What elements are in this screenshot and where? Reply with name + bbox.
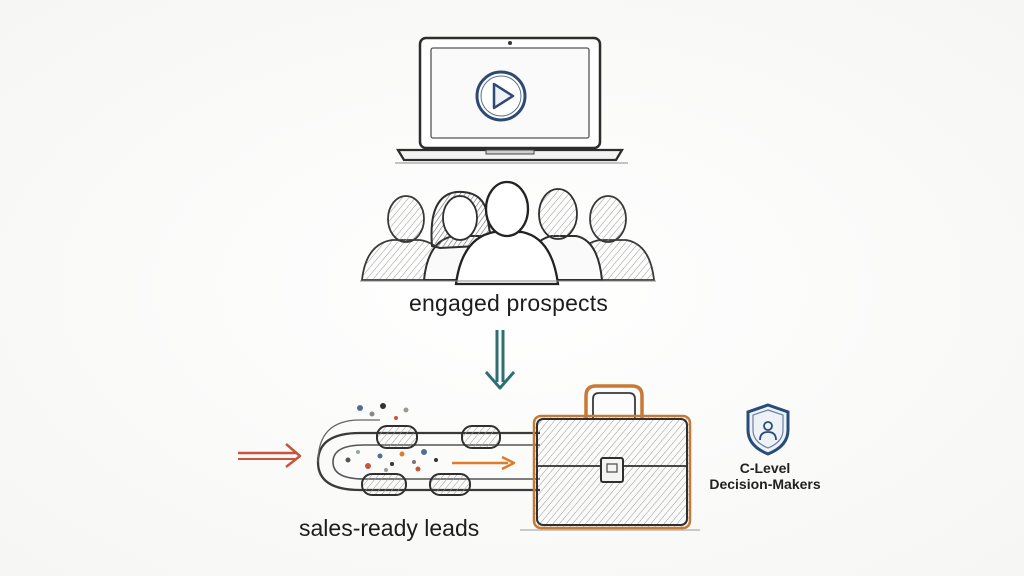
engaged-prospects-label: engaged prospects bbox=[409, 290, 609, 316]
c-level-label: C-Level Decision-Makers bbox=[700, 460, 830, 492]
people-group-icon bbox=[360, 180, 656, 286]
pipeline-icon bbox=[316, 403, 540, 496]
play-icon bbox=[475, 70, 527, 122]
c-level-line2: Decision-Makers bbox=[709, 476, 821, 492]
input-arrow-icon bbox=[238, 443, 302, 468]
sales-ready-leads-label: sales-ready leads bbox=[299, 515, 480, 541]
shield-icon bbox=[746, 403, 790, 456]
down-arrow-icon bbox=[484, 330, 516, 390]
flow-arrow-icon bbox=[452, 455, 516, 471]
briefcase-icon bbox=[520, 384, 700, 531]
c-level-line1: C-Level bbox=[739, 460, 791, 476]
